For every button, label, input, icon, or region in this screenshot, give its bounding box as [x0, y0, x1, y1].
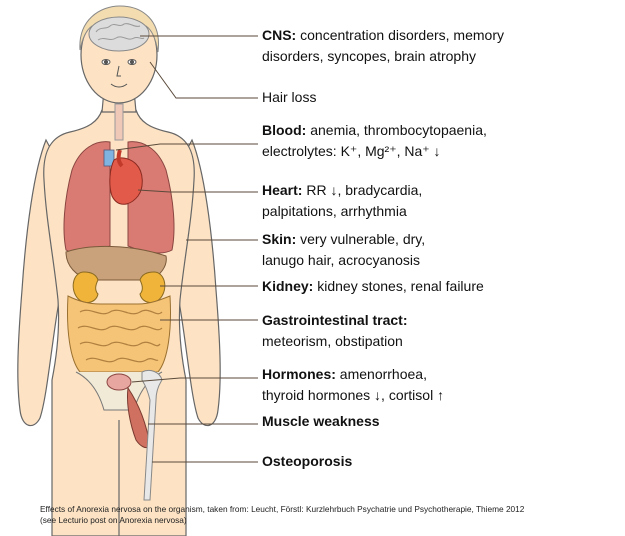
label-heart-line1: RR ↓, bradycardia,	[302, 182, 423, 198]
hair	[79, 5, 159, 53]
label-kidney: Kidney: kidney stones, renal failure	[262, 276, 484, 297]
label-hormones-line2: thyroid hormones ↓, cortisol ↑	[262, 387, 445, 403]
liver	[65, 245, 167, 281]
label-muscle-title: Muscle weakness	[262, 413, 380, 429]
label-blood: Blood: anemia, thrombocytopaenia, electr…	[262, 120, 487, 162]
label-cns-title: CNS:	[262, 27, 297, 43]
thigh-muscle	[127, 386, 151, 449]
trachea	[114, 103, 124, 141]
label-hormones-title: Hormones:	[262, 366, 336, 382]
label-hair: Hair loss	[262, 89, 317, 105]
leader-blood	[115, 143, 258, 151]
label-blood-title: Blood:	[262, 122, 307, 138]
label-cns-line1: concentration disorders, memory	[296, 27, 504, 43]
leader-hormones	[131, 377, 258, 383]
heart	[103, 149, 143, 205]
label-heart-line2: palpitations, arrhythmia	[262, 203, 407, 219]
leader-hair	[149, 61, 258, 99]
label-hormones-line1: amenorrhoea,	[335, 366, 427, 382]
face	[101, 59, 137, 88]
label-blood-line1: anemia, thrombocytopaenia,	[306, 122, 487, 138]
leader-lines	[115, 35, 258, 463]
label-skin-line1: very vulnerable, dry,	[296, 231, 426, 247]
left-kidney	[72, 271, 99, 303]
uterus	[106, 373, 132, 391]
label-kidney-line1: kidney stones, renal failure	[313, 278, 484, 294]
caption-line2: (see Lecturio post on Anorexia nervosa)	[40, 514, 187, 525]
label-osteo-title: Osteoporosis	[262, 453, 353, 469]
label-heart-title: Heart:	[262, 182, 303, 198]
label-skin: Skin: very vulnerable, dry, lanugo hair,…	[262, 229, 425, 271]
label-kidney-title: Kidney:	[262, 278, 314, 294]
figure-caption: Effects of Anorexia nervosa on the organ…	[40, 504, 524, 525]
caption-line1: Effects of Anorexia nervosa on the organ…	[40, 504, 525, 514]
right-kidney	[139, 271, 166, 303]
femur	[141, 369, 163, 501]
label-gi-title: Gastrointestinal tract:	[262, 312, 408, 328]
intestines	[67, 295, 171, 373]
label-skin-line2: lanugo hair, acrocyanosis	[262, 252, 420, 268]
label-heart: Heart: RR ↓, bradycardia, palpitations, …	[262, 180, 422, 222]
label-gi: Gastrointestinal tract: meteorism, obsti…	[262, 310, 407, 352]
brain	[88, 16, 150, 52]
label-hormones: Hormones: amenorrhoea, thyroid hormones …	[262, 364, 444, 406]
label-muscle: Muscle weakness	[262, 411, 380, 432]
label-cns-line2: disorders, syncopes, brain atrophy	[262, 48, 476, 64]
leader-heart	[137, 189, 258, 193]
label-blood-line2: electrolytes: K⁺, Mg²⁺, Na⁺ ↓	[262, 143, 441, 159]
label-gi-line2: meteorism, obstipation	[262, 333, 403, 349]
label-osteo: Osteoporosis	[262, 451, 352, 472]
label-skin-title: Skin:	[262, 231, 297, 247]
label-cns: CNS: concentration disorders, memory dis…	[262, 25, 504, 67]
